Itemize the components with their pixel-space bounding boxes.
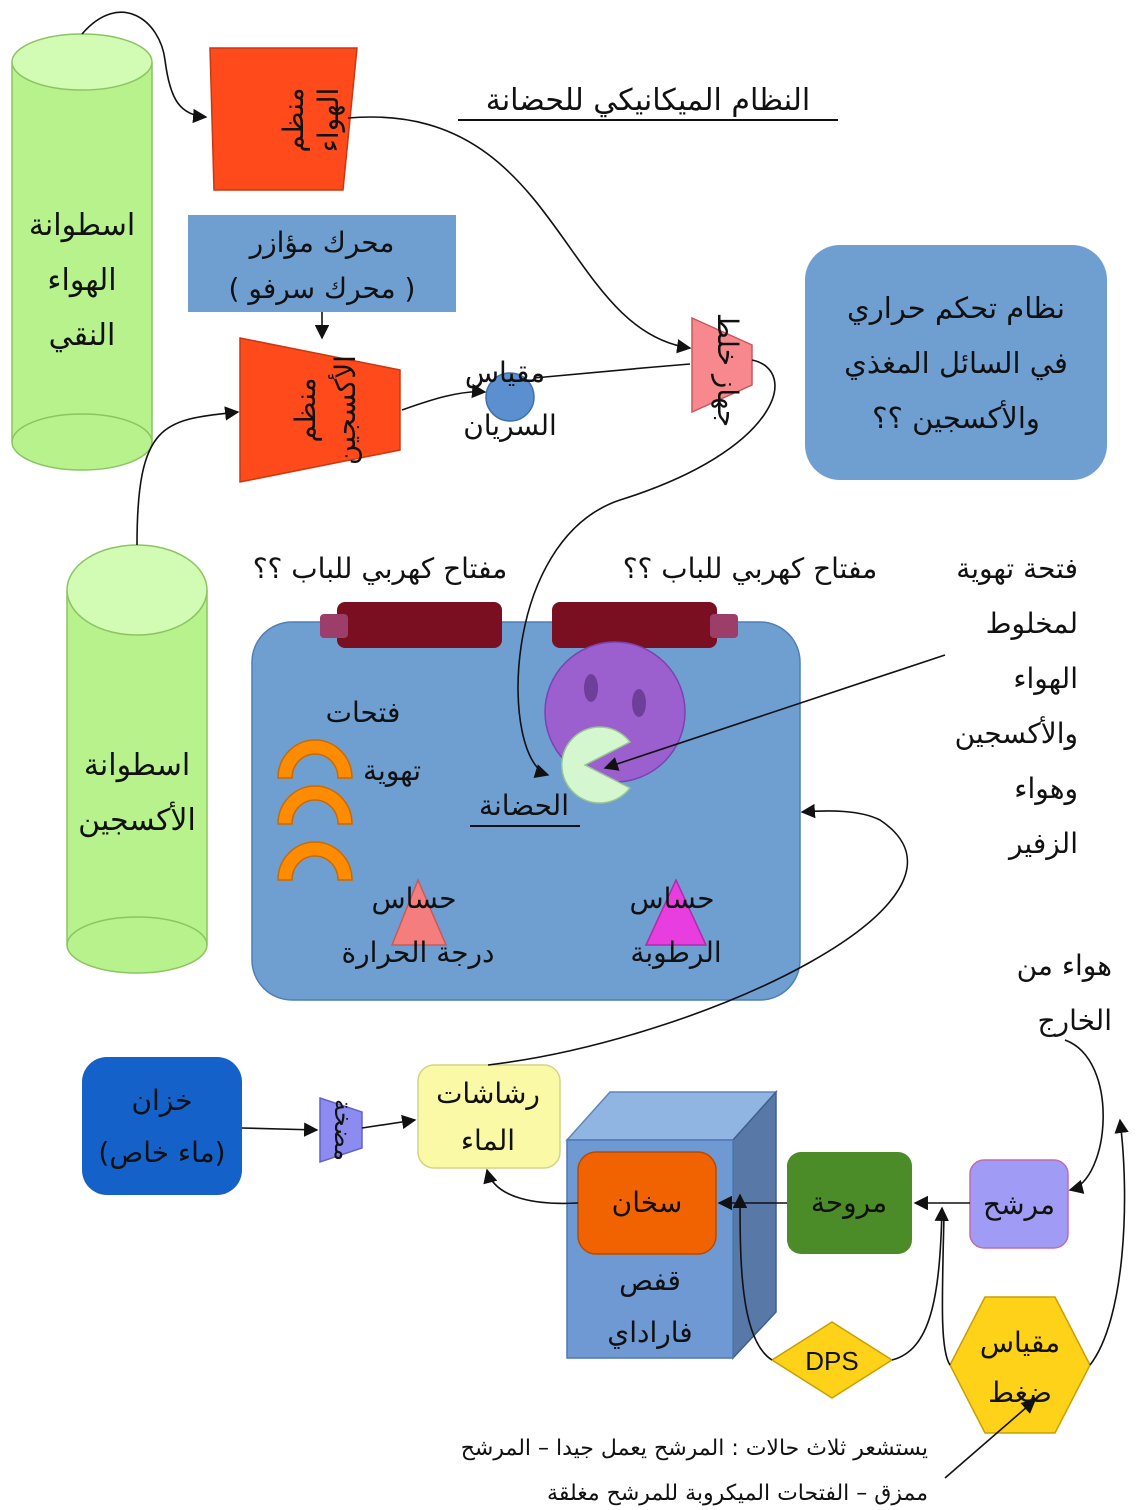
air-regulator-label-1: منظم <box>277 87 310 152</box>
pure-air-cylinder-label-2: الهواء <box>47 263 116 298</box>
pressure-gauge-label-2: ضغط <box>988 1376 1052 1409</box>
servo-motor-label-2: ( محرك سرفو ) <box>229 272 416 305</box>
oxygen-cylinder <box>66 544 208 974</box>
arrow-heater-to-sprinklers <box>483 1168 579 1205</box>
pressure-gauge-label-1: مقياس <box>980 1326 1060 1359</box>
arrow-sprinklers-to-incubator <box>487 803 909 1066</box>
vents-label-1: فتحات <box>326 696 401 729</box>
bottom-note-2: ممزق – الفتحات الميكروبة للمرشح مغلقة <box>547 1481 928 1506</box>
flow-meter-label-1: مقياس <box>465 356 545 389</box>
air-regulator <box>209 47 358 191</box>
face-eye-left <box>584 674 598 702</box>
door-switch-left-label: مفتاح كهربي للباب ؟؟ <box>253 552 508 585</box>
vent-note-6: الزفير <box>1007 827 1078 860</box>
thermal-control-box <box>805 245 1107 480</box>
sprinklers-label-2: الماء <box>461 1124 515 1157</box>
fan-label: مروحة <box>811 1186 887 1219</box>
incubator-label: الحضانة <box>479 789 569 822</box>
arrow-note-to-vent <box>603 654 946 771</box>
vent-note-5: وهواء <box>1014 772 1078 805</box>
outside-air-label-1: هواء من <box>1017 949 1112 982</box>
thermal-control-label-2: في السائل المغذي <box>844 346 1068 381</box>
water-tank <box>82 1057 242 1195</box>
door-switch-left-tip <box>320 614 348 638</box>
outside-air-label-2: الخارج <box>1037 1004 1112 1038</box>
oxygen-cylinder-label-1: اسطوانة <box>84 748 190 783</box>
oxygen-regulator-label-1: منظم <box>289 377 322 442</box>
oxygen-regulator-label-2: الأكسجين <box>327 355 362 465</box>
filter <box>969 1159 1069 1249</box>
pacman-vent <box>561 726 632 804</box>
vent-note-3: الهواء <box>1013 662 1078 695</box>
humidity-sensor <box>644 878 708 946</box>
vent-note-4: والأكسجين <box>955 715 1078 750</box>
oxygen-cylinder-label-2: الأكسجين <box>78 800 196 838</box>
arrow-dps-to-fan-side <box>891 1206 949 1361</box>
arrow-tank-to-pump <box>241 1122 319 1137</box>
temp-sensor-label-1: حساس <box>372 882 457 915</box>
filter-label: مرشح <box>983 1188 1055 1221</box>
pure-air-cylinder <box>11 33 153 471</box>
pure-air-cylinder-label-1: اسطوانة <box>29 208 135 243</box>
vent-note-2: لمخلوط <box>986 607 1078 640</box>
diagram-title: النظام الميكانيكي للحضانة <box>486 83 811 118</box>
dps-sensor <box>770 1321 894 1399</box>
thermal-control-label-3: والأكسجين ؟؟ <box>872 399 1040 435</box>
line-flow-meter-to-mixer <box>533 363 691 379</box>
arrow-air-regulator-to-mixer <box>347 116 692 354</box>
arrow-cylinder-to-air-regulator <box>81 11 208 124</box>
oxygen-regulator <box>239 337 401 483</box>
door-switch-right-label: مفتاح كهربي للباب ؟؟ <box>623 552 878 585</box>
arrow-dps-to-heater-side <box>732 1193 773 1361</box>
arrow-outside-air-to-filter <box>1064 1039 1104 1194</box>
humidity-sensor-label-1: حساس <box>630 882 715 915</box>
mixer-label: جهاز خلط <box>711 313 744 427</box>
pump-label: مضخة <box>329 1099 357 1161</box>
door-switch-right-tip <box>710 614 738 638</box>
faraday-cage-label-1: قفص <box>619 1264 681 1297</box>
arrow-note-to-gauge <box>944 1399 1037 1479</box>
water-tank-label-2: (ماء خاص) <box>98 1136 225 1169</box>
air-regulator-label-2: الهواء <box>312 88 345 153</box>
servo-motor-label-1: محرك مؤازر <box>248 226 395 259</box>
arrow-gauge-to-fan-side <box>941 1214 951 1366</box>
vent-openings <box>277 739 353 881</box>
arrow-oxygen-cylinder-to-regulator <box>136 406 240 546</box>
sprinklers-label-1: رشاشات <box>436 1077 540 1110</box>
fan <box>787 1152 912 1254</box>
pure-air-cylinder-label-3: النقي <box>49 318 116 353</box>
arrow-mixer-to-incubator <box>517 359 776 778</box>
bottom-note-1: يستشعر ثلاث حالات : المرشح يعمل جيدا – ا… <box>461 1436 928 1461</box>
dps-label: DPS <box>805 1346 858 1376</box>
flow-meter-label-2: السريان <box>463 409 557 442</box>
mixer <box>691 316 753 414</box>
vent-note-1: فتحة تهوية <box>956 552 1078 585</box>
pump <box>319 1096 363 1164</box>
vents-label-2: تهوية <box>363 754 421 787</box>
thermal-control-label-1: نظام تحكم حراري <box>847 291 1065 326</box>
arrow-pump-to-sprinklers <box>361 1114 417 1130</box>
arrow-gauge-to-filter-side <box>1089 1118 1129 1366</box>
temp-sensor-label-2: درجة الحرارة <box>341 936 494 969</box>
face-eye-right <box>632 689 646 717</box>
humidity-sensor-label-2: الرطوبة <box>630 936 721 969</box>
arrow-regulator-to-flow-meter <box>401 383 487 411</box>
connectors <box>81 11 1129 1479</box>
water-tank-label-1: خزان <box>131 1084 192 1117</box>
door-switch-right <box>552 602 717 648</box>
heater-label: سخان <box>612 1186 683 1219</box>
temp-sensor <box>390 878 448 946</box>
faraday-cage-label-2: فاراداي <box>607 1316 692 1349</box>
door-switch-left <box>337 602 502 648</box>
servo-motor-box <box>188 215 456 312</box>
